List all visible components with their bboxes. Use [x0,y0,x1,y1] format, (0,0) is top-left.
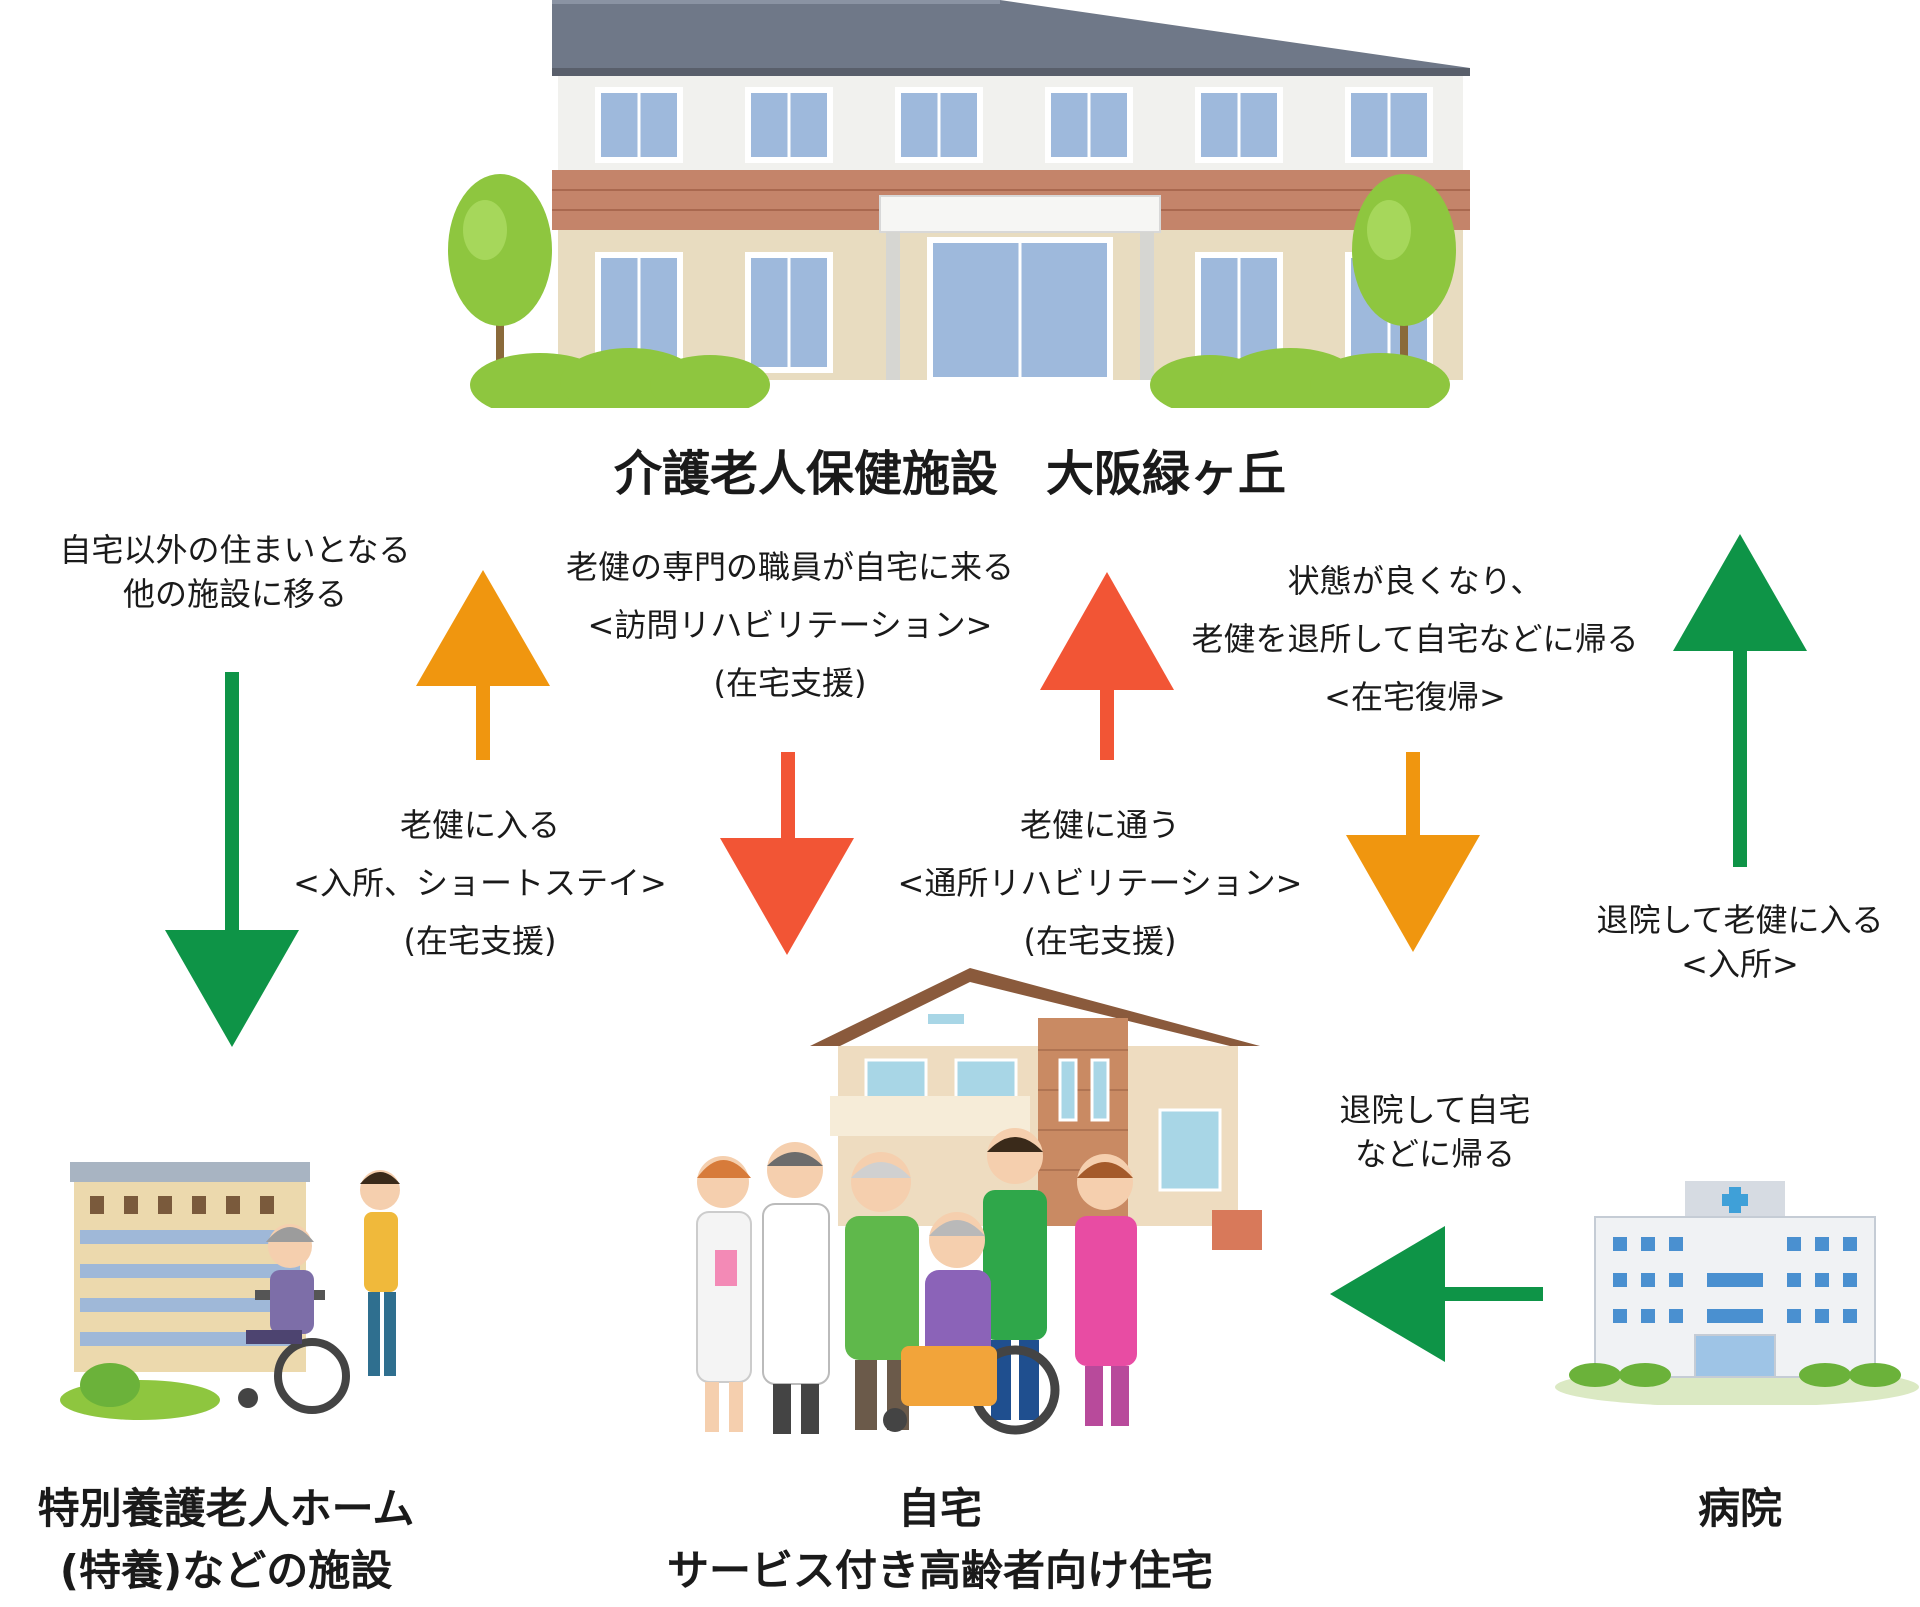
arrow-hospital-to-roken [1673,534,1807,867]
arrow-day-rehab [1040,572,1174,760]
flow-label-day-rehab: 老健に通う <通所リハビリテーション> (在宅支援) [897,806,1303,960]
bush-icon [470,348,770,415]
tree-icon [448,174,552,390]
flow-label-visit-rehab: 老健の専門の職員が自宅に来る <訪問リハビリテーション> (在宅支援) [565,548,1014,702]
home-title: 自宅 サービス付き高齢者向け住宅 [666,1484,1213,1595]
arrow-hospital-to-home [1330,1226,1543,1362]
nursing-home-illustration [60,1162,400,1420]
arrow-enter-roken [416,570,550,760]
arrow-to-other-facility [165,672,299,1047]
hospital-illustration [1555,1181,1919,1405]
arrow-visit-rehab [720,752,854,955]
bush-icon [1150,348,1450,415]
tree-icon [1352,174,1456,390]
flow-label-return-home: 状態が良くなり、 老健を退所して自宅などに帰る <在宅復帰> [1191,562,1639,716]
facility-title: 介護老人保健施設 大阪緑ヶ丘 [613,446,1286,502]
hospital-title: 病院 [1697,1484,1782,1533]
medical-cross-icon [1722,1187,1748,1213]
care-staff-group-illustration [696,1128,1137,1435]
flow-label-hospital-to-home: 退院して自宅 などに帰る [1339,1091,1531,1173]
special-home-title: 特別養護老人ホーム (特養)などの施設 [37,1484,415,1595]
flow-label-enter-roken: 老健に入る <入所、ショートステイ> (在宅支援) [293,806,667,960]
flow-label-to-other-facility: 自宅以外の住まいとなる 他の施設に移る [59,531,411,613]
arrow-return-home [1346,752,1480,952]
flow-label-hospital-to-roken: 退院して老健に入る <入所> [1596,901,1884,983]
care-facility-building-illustration [440,0,1480,415]
